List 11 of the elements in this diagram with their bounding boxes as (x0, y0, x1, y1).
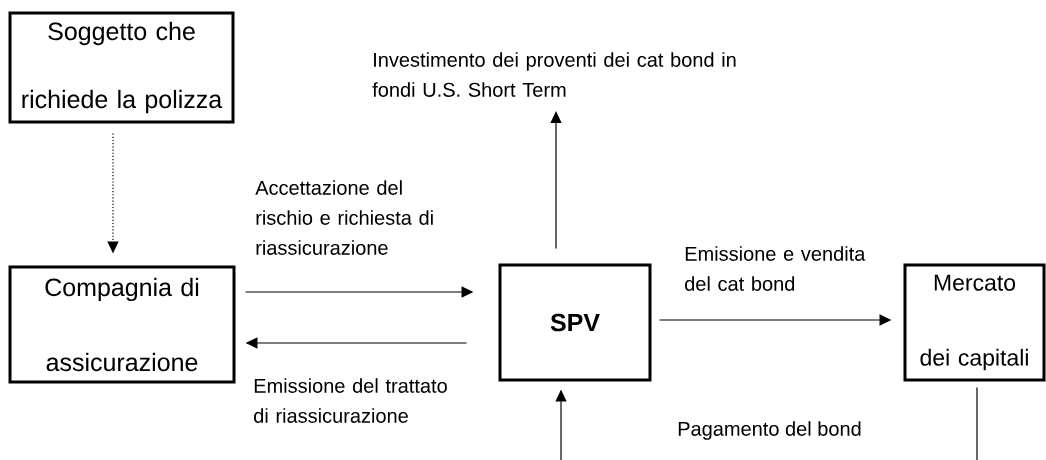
connector-line (976, 386, 978, 460)
annotation-text: Investimento dei proventi dei cat bond in fondi U.S. Short Term (372, 52, 736, 97)
process-box: SPV (498, 263, 652, 382)
process-box: Mercato dei capitali (903, 263, 1046, 382)
edge-label: Emissione e vendita del cat bond (685, 246, 866, 291)
edge-label: Emissione del trattato di riassicurazione (254, 378, 447, 423)
arrow (550, 111, 562, 250)
flow-label: Pagamento del bond (678, 421, 861, 440)
process-box: Soggetto che richiede la polizza (8, 11, 235, 124)
process-box: Compagnia di assicurazione (8, 265, 236, 384)
edge-label: Accettazione del rischio e richiesta di riassicurazione (255, 180, 433, 255)
